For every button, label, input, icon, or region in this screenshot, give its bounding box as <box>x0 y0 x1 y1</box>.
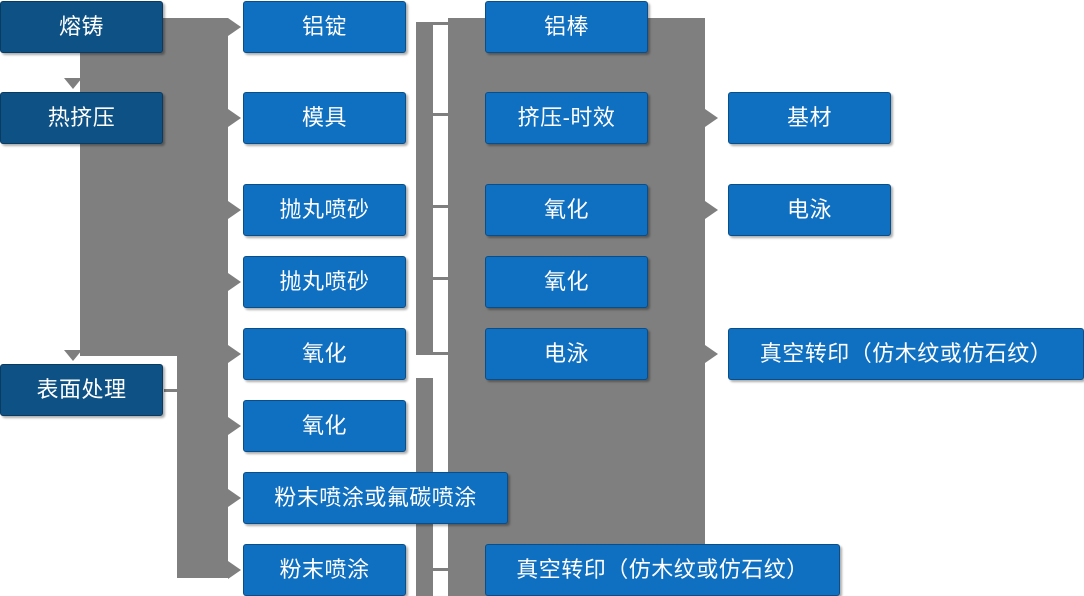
node-melting-casting[interactable]: 熔铸 <box>0 1 163 53</box>
node-label: 抛丸喷砂 <box>279 197 370 222</box>
node-label: 电泳 <box>786 197 832 222</box>
node-label: 基材 <box>786 105 832 130</box>
connector-arrow-to-oxidation-1 <box>228 345 241 363</box>
node-label: 电泳 <box>543 341 589 366</box>
node-label: 真空转印（仿木纹或仿石纹） <box>516 557 809 582</box>
node-oxidation-col2-1[interactable]: 氧化 <box>243 328 406 380</box>
node-powder-coating[interactable]: 粉末喷涂 <box>243 544 406 596</box>
node-electrophoresis-output[interactable]: 电泳 <box>728 184 891 236</box>
node-oxidation-col2-2[interactable]: 氧化 <box>243 400 406 452</box>
node-label: 表面处理 <box>36 377 127 402</box>
node-aluminum-bar[interactable]: 铝棒 <box>485 1 648 53</box>
connector-tie-line-5 <box>432 352 454 355</box>
node-vacuum-transfer-print-col3[interactable]: 真空转印（仿木纹或仿石纹） <box>485 544 840 596</box>
node-shot-blasting-2[interactable]: 抛丸喷砂 <box>243 256 406 308</box>
node-powder-or-fluorocarbon-coating[interactable]: 粉末喷涂或氟碳喷涂 <box>243 472 508 524</box>
node-shot-blasting-1[interactable]: 抛丸喷砂 <box>243 184 406 236</box>
connector-tie-line-3 <box>432 205 454 208</box>
node-label: 真空转印（仿木纹或仿石纹） <box>759 341 1053 366</box>
connector-tie-line-1 <box>432 22 454 25</box>
node-label: 氧化 <box>543 197 589 222</box>
node-label: 挤压-时效 <box>517 105 616 130</box>
node-label: 氧化 <box>301 341 347 366</box>
connector-arrow-down-to-hot-extrusion <box>64 78 82 89</box>
node-electrophoresis-col3[interactable]: 电泳 <box>485 328 648 380</box>
connector-stub-surface-treatment <box>164 389 188 392</box>
node-label: 铝锭 <box>301 14 347 39</box>
node-label: 模具 <box>301 105 347 130</box>
node-label: 氧化 <box>543 269 589 294</box>
node-vacuum-transfer-print-output[interactable]: 真空转印（仿木纹或仿石纹） <box>728 328 1084 380</box>
connector-arrow-to-aluminum-ingot <box>228 18 241 36</box>
connector-tie-line-6 <box>432 568 454 571</box>
connector-arrow-down-to-surface-treatment <box>64 350 82 361</box>
node-label: 热挤压 <box>47 105 116 130</box>
connector-arrow-to-oxidation-2 <box>228 417 241 435</box>
node-hot-extrusion[interactable]: 热挤压 <box>0 92 163 144</box>
node-label: 熔铸 <box>58 14 104 39</box>
connector-arrow-to-mold <box>228 109 241 127</box>
node-label: 粉末喷涂或氟碳喷涂 <box>274 485 477 510</box>
node-oxidation-col3-2[interactable]: 氧化 <box>485 256 648 308</box>
connector-arrow-to-shot-blasting-2 <box>228 273 241 291</box>
connector-tie-line-2 <box>432 113 454 116</box>
node-base-material[interactable]: 基材 <box>728 92 891 144</box>
connector-tie-line-4 <box>432 277 454 280</box>
node-label: 铝棒 <box>543 14 589 39</box>
connector-arrow-to-vacuum-transfer-print <box>705 345 718 363</box>
connector-arrow-to-powder-coating <box>228 561 241 579</box>
connector-mid-spine-upper <box>416 22 433 355</box>
node-mold[interactable]: 模具 <box>243 92 406 144</box>
connector-left-wide-block <box>80 18 228 356</box>
node-label: 粉末喷涂 <box>279 557 370 582</box>
connector-left-narrow-block <box>177 356 228 578</box>
connector-arrow-to-shot-blasting-1 <box>228 201 241 219</box>
node-label: 抛丸喷砂 <box>279 269 370 294</box>
node-label: 氧化 <box>301 413 347 438</box>
node-oxidation-col3-1[interactable]: 氧化 <box>485 184 648 236</box>
node-surface-treatment[interactable]: 表面处理 <box>0 364 163 416</box>
connector-arrow-to-powder-fluorocarbon-coating <box>228 489 241 507</box>
node-aluminum-ingot[interactable]: 铝锭 <box>243 1 406 53</box>
connector-arrow-to-electrophoresis <box>705 201 718 219</box>
connector-arrow-to-base-material <box>705 109 718 127</box>
node-extrusion-aging[interactable]: 挤压-时效 <box>485 92 648 144</box>
